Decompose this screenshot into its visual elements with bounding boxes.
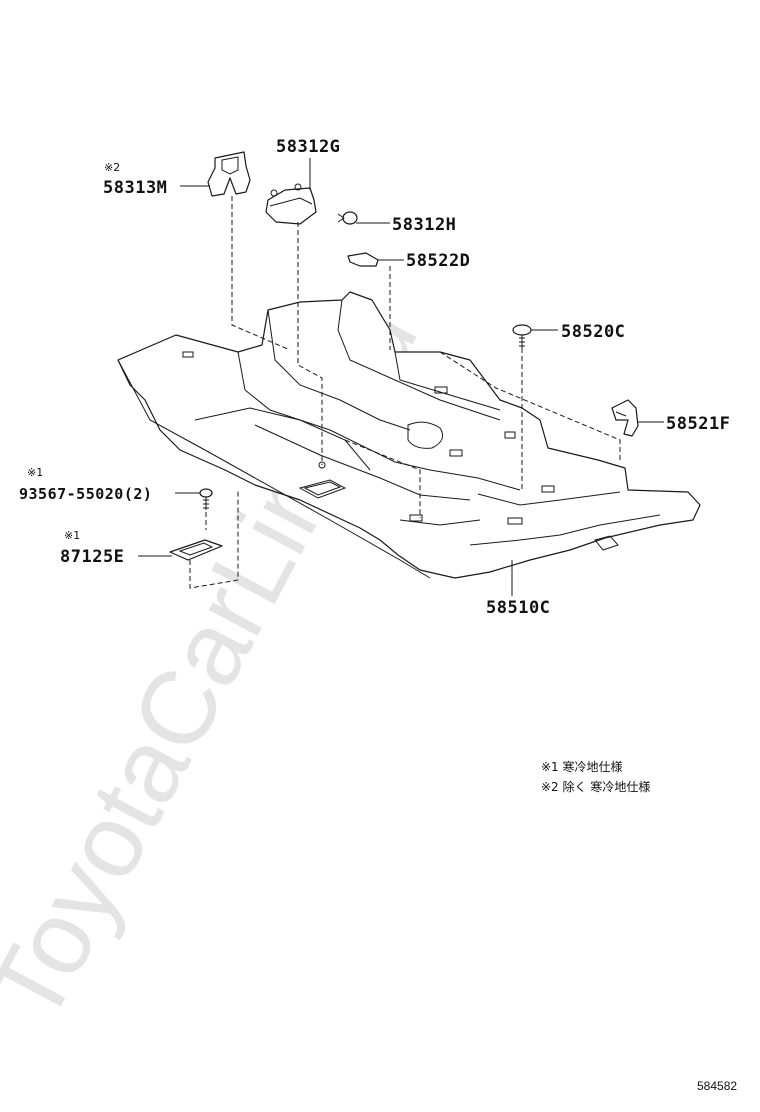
label-58521f: 58521F — [666, 414, 730, 434]
leader-lines — [138, 158, 664, 596]
label-58520c: 58520C — [561, 322, 625, 342]
floor-carpet-drawing — [117, 291, 701, 579]
note-1: ※1 寒冷地仕様 — [541, 759, 623, 774]
bracket-58521f-drawing — [611, 399, 639, 437]
bracket-58313m-drawing — [207, 151, 251, 197]
screw-93567-drawing — [199, 488, 213, 510]
clip-58522d-drawing — [347, 252, 379, 267]
plate-87125e-drawing — [169, 539, 223, 561]
mark-93567: ※1 — [27, 466, 43, 479]
label-93567: 93567-55020(2) — [19, 485, 152, 503]
label-58312h: 58312H — [392, 215, 456, 235]
figure-number: 584582 — [697, 1079, 737, 1093]
label-58313m: 58313M — [103, 178, 167, 198]
clip-58312h-drawing — [337, 211, 358, 225]
mark-87125e: ※1 — [64, 529, 80, 542]
assembly-lines — [189, 196, 621, 589]
label-58522d: 58522D — [406, 251, 470, 271]
mark-58313m: ※2 — [104, 161, 120, 174]
label-58510c: 58510C — [486, 598, 550, 618]
holder-58312g-drawing — [265, 183, 317, 225]
clip-58520c-drawing — [512, 324, 532, 348]
label-58312g: 58312G — [276, 137, 340, 157]
label-87125e: 87125E — [60, 547, 124, 567]
note-2: ※2 除く 寒冷地仕様 — [541, 779, 650, 794]
